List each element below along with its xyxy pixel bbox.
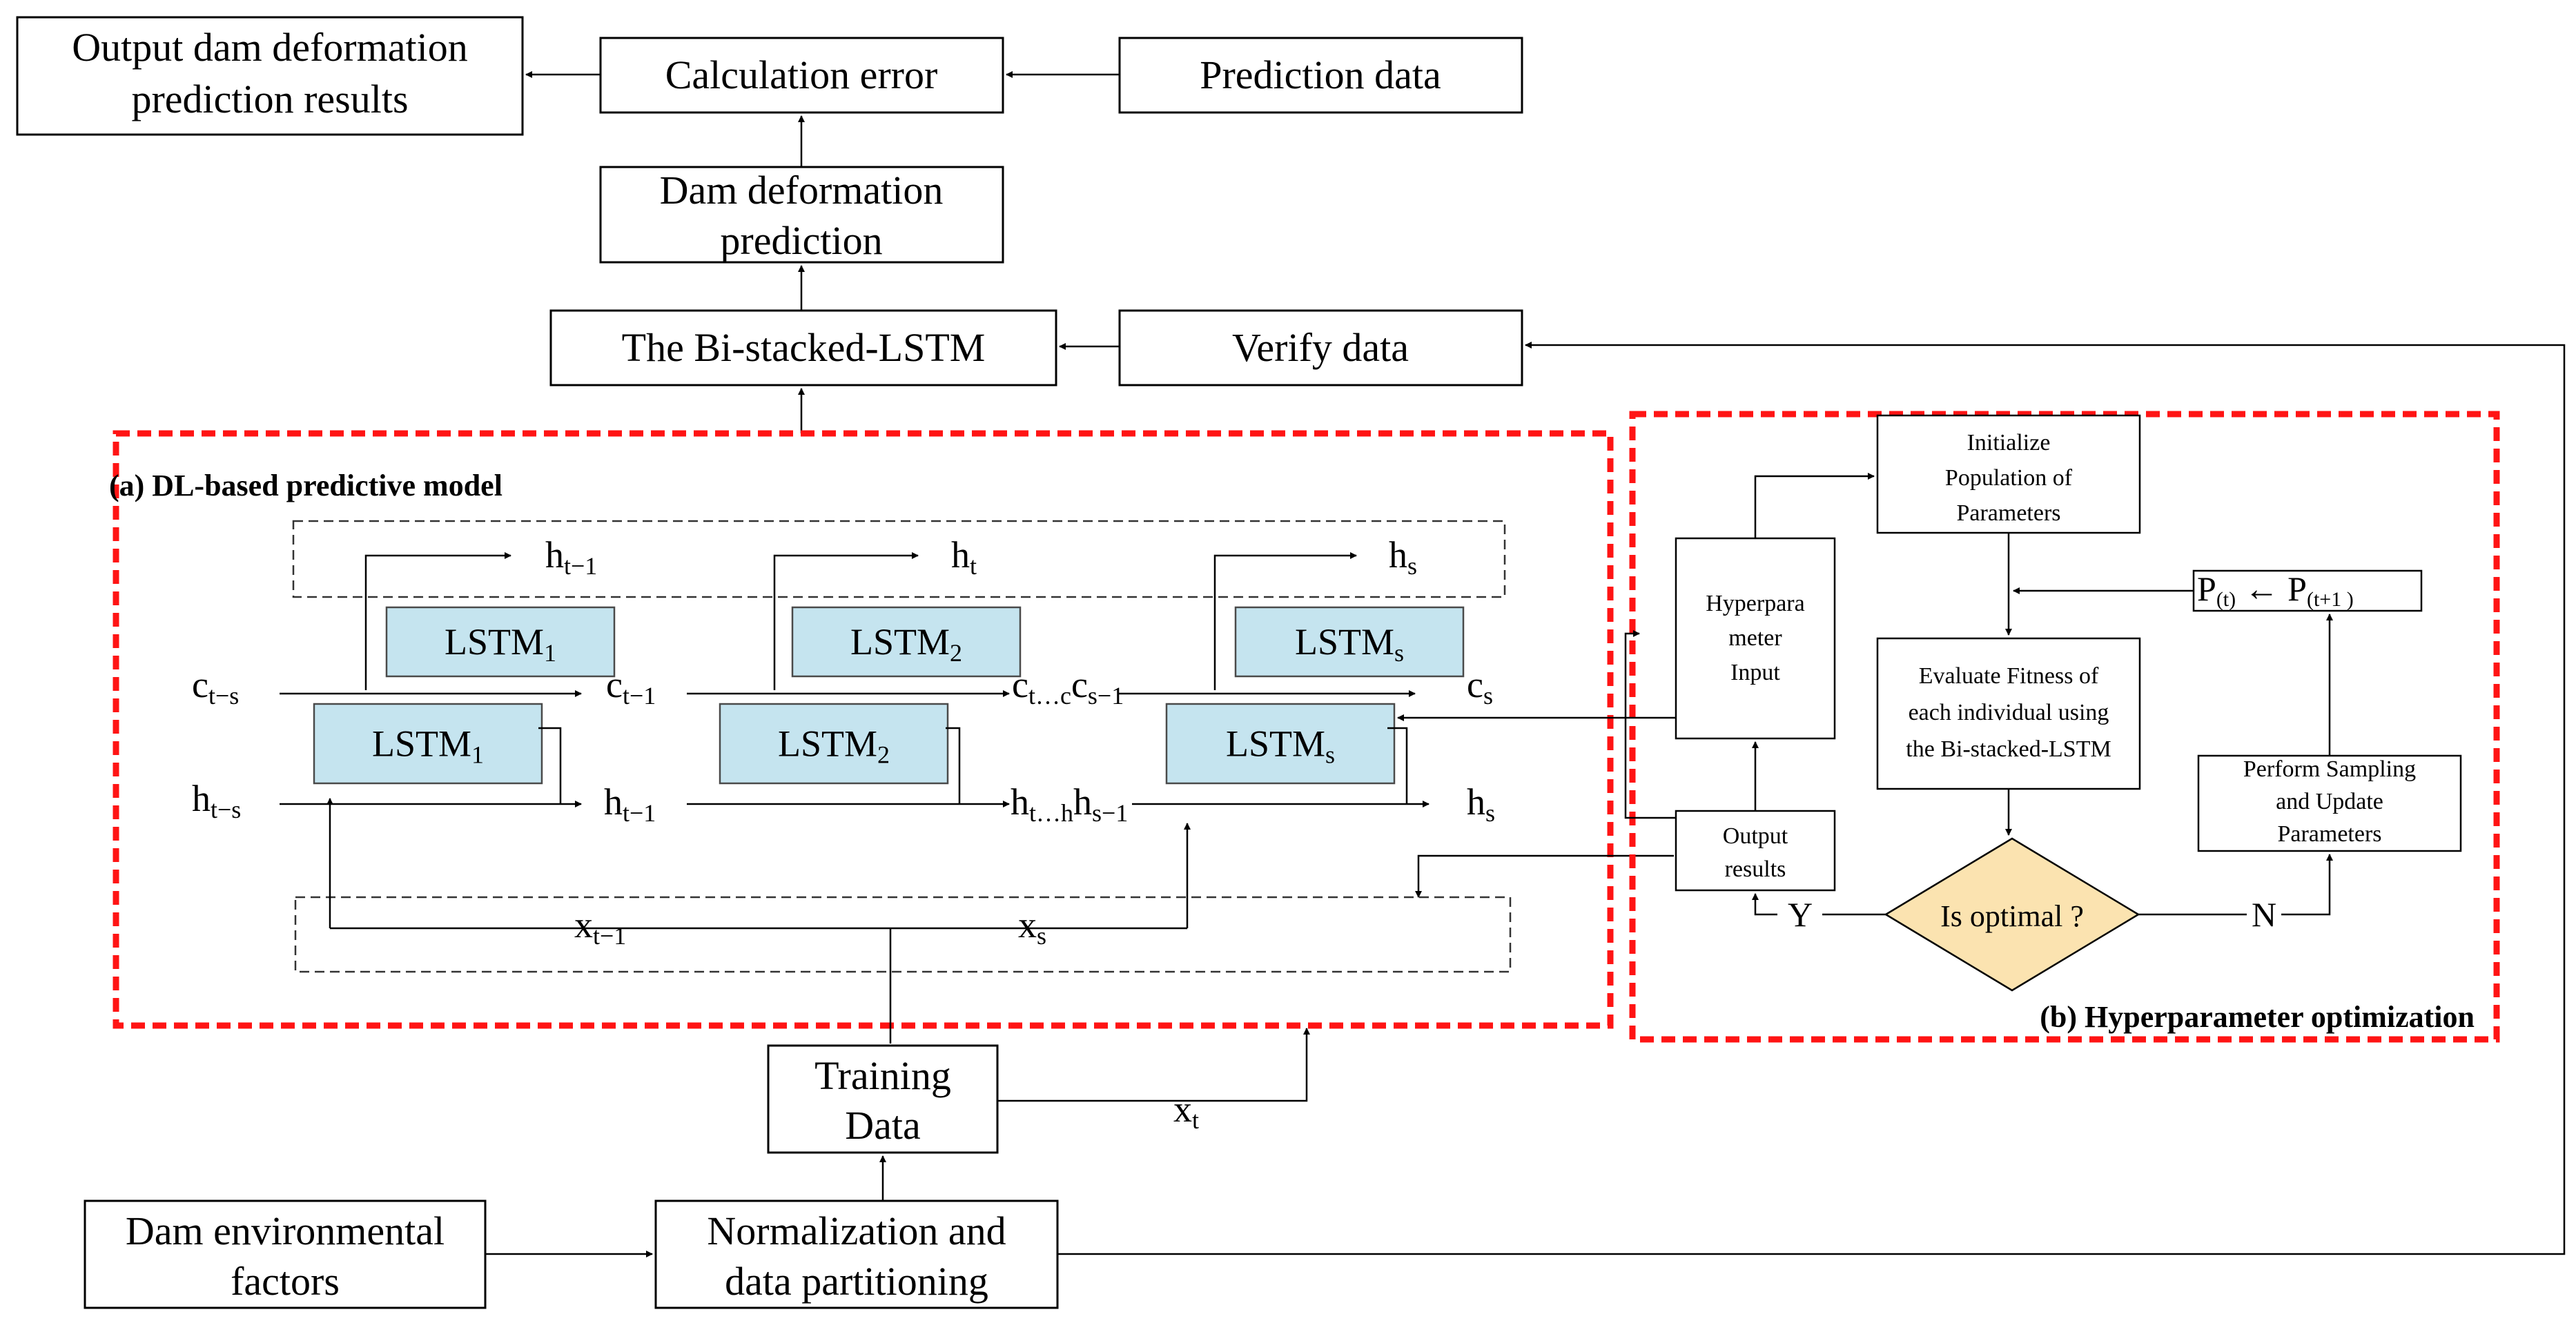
yes-label: Y [1788, 895, 1813, 934]
hyper-line-1: Hyperpara [1706, 591, 1804, 616]
evaluate-line-3: the Bi-stacked-LSTM [1906, 736, 2111, 762]
dam-prediction-line-1: Dam deformation [660, 168, 944, 213]
update-rule-label: P(t) ← P(t+1 ) [2197, 569, 2354, 611]
h-row-label-1: ht−s [192, 778, 241, 823]
c-labels: ct−s ct−1 ct…ccs−1 cs [192, 664, 1493, 709]
sampling-line-3: Parameters [2277, 821, 2381, 847]
output-results-box: Output dam deformation prediction result… [16, 16, 524, 136]
hyperparameter-input-box: Hyperpara meter Input [1675, 537, 1836, 740]
panel-a-connectors [280, 552, 1674, 1044]
calculation-error-label: Calculation error [665, 52, 938, 97]
evaluate-fitness-box: Evaluate Fitness of each individual usin… [1876, 637, 2141, 790]
lstm-bottom-cell-3: LSTMs [1165, 703, 1396, 785]
lstm-bottom-cell-1: LSTM1 [313, 703, 543, 785]
output-results-line-2: prediction results [131, 77, 408, 121]
panel-a-title: (a) DL-based predictive model [109, 469, 502, 502]
x-label-1: xt−1 [574, 904, 626, 950]
x-labels: xt−1 xs [574, 904, 1046, 950]
panel-b-connectors [1397, 473, 2333, 916]
dam-prediction-line-2: prediction [720, 218, 882, 263]
lstm-top-cell-3-label: LSTMs [1295, 621, 1404, 667]
h-row-label-4: hs [1467, 781, 1495, 827]
verify-data-box: Verify data [1118, 309, 1523, 386]
bottom-flow-arrows [485, 342, 2566, 1257]
lstm-bottom-cell-1-label: LSTM1 [372, 723, 484, 769]
lstm-top-cell-1-label: LSTM1 [445, 621, 556, 667]
training-line-2: Data [845, 1103, 921, 1148]
env-line-2: factors [231, 1259, 340, 1304]
initialize-line-1: Initialize [1967, 430, 2051, 456]
lstm-top-cell-2: LSTM2 [791, 606, 1022, 678]
bi-stacked-lstm-label: The Bi-stacked-LSTM [622, 325, 986, 370]
h-row-labels: ht−s ht−1 ht…hhs−1 hs [192, 778, 1495, 827]
env-line-1: Dam environmental [126, 1208, 445, 1253]
output-results-small-line-1: Output [1723, 823, 1788, 849]
bi-stacked-lstm-box: The Bi-stacked-LSTM [549, 309, 1057, 386]
prediction-data-box: Prediction data [1118, 37, 1523, 114]
h-output-2: ht [951, 534, 977, 580]
output-results-small-box: Output results [1675, 810, 1836, 892]
update-rule-box: P(t) ← P(t+1 ) [2192, 569, 2423, 612]
normalization-line-2: data partitioning [725, 1259, 988, 1304]
h-row-label-3: ht…hhs−1 [1011, 781, 1128, 827]
dam-deformation-prediction-box: Dam deformation prediction [599, 166, 1004, 264]
c-label-1: ct−s [192, 664, 239, 709]
c-label-4: cs [1467, 664, 1493, 709]
dam-environmental-factors-box: Dam environmental factors [84, 1199, 487, 1309]
panel-b-border [1629, 411, 2500, 1043]
is-optimal-decision: Is optimal ? [1884, 837, 2140, 992]
verify-data-label: Verify data [1232, 325, 1409, 370]
calculation-error-box: Calculation error [599, 37, 1004, 114]
hyper-line-3: Input [1730, 660, 1780, 685]
panel-b-title: (b) Hyperparameter optimization [2040, 1000, 2475, 1034]
h-output-bar [292, 520, 1506, 598]
prediction-data-label: Prediction data [1200, 52, 1441, 97]
no-label: N [2252, 895, 2276, 934]
initialize-line-2: Population of [1945, 465, 2073, 491]
sampling-line-2: and Update [2276, 789, 2383, 814]
output-results-line-1: Output dam deformation [72, 25, 467, 70]
initialize-line-3: Parameters [1956, 500, 2060, 526]
evaluate-line-1: Evaluate Fitness of [1919, 663, 2099, 689]
xt-label: xt [1173, 1088, 1199, 1134]
lstm-bottom-cell-2: LSTM2 [719, 703, 949, 785]
sampling-line-1: Perform Sampling [2243, 756, 2416, 782]
is-optimal-label: Is optimal ? [1940, 899, 2084, 933]
normalization-box: Normalization and data partitioning [654, 1199, 1059, 1309]
h-row-label-2: ht−1 [604, 781, 656, 827]
initialize-population-box: Initialize Population of Parameters [1876, 414, 2141, 534]
lstm-top-cell-1: LSTM1 [385, 606, 616, 678]
normalization-line-1: Normalization and [707, 1208, 1006, 1253]
c-label-2: ct−1 [606, 664, 656, 709]
x-input-bar [294, 896, 1512, 973]
top-flow-arrows [525, 71, 1120, 433]
evaluate-line-2: each individual using [1909, 700, 2109, 725]
h-output-1: ht−1 [545, 534, 597, 580]
panel-a-border [113, 430, 1614, 1029]
output-results-small-line-2: results [1725, 856, 1786, 882]
c-label-3: ct…ccs−1 [1012, 664, 1124, 709]
x-label-2: xs [1018, 904, 1046, 950]
lstm-top-cell-3: LSTMs [1234, 606, 1465, 678]
perform-sampling-box: Perform Sampling and Update Parameters [2197, 754, 2462, 852]
training-data-box: Training Data [767, 1044, 999, 1154]
h-outputs: ht−1 ht hs [545, 534, 1417, 580]
lstm-top-cell-2-label: LSTM2 [850, 621, 962, 667]
hyper-line-2: meter [1728, 625, 1782, 651]
training-line-1: Training [814, 1053, 951, 1098]
lstm-bottom-cell-3-label: LSTMs [1226, 723, 1335, 769]
h-output-3: hs [1389, 534, 1417, 580]
lstm-bottom-cell-2-label: LSTM2 [778, 723, 890, 769]
